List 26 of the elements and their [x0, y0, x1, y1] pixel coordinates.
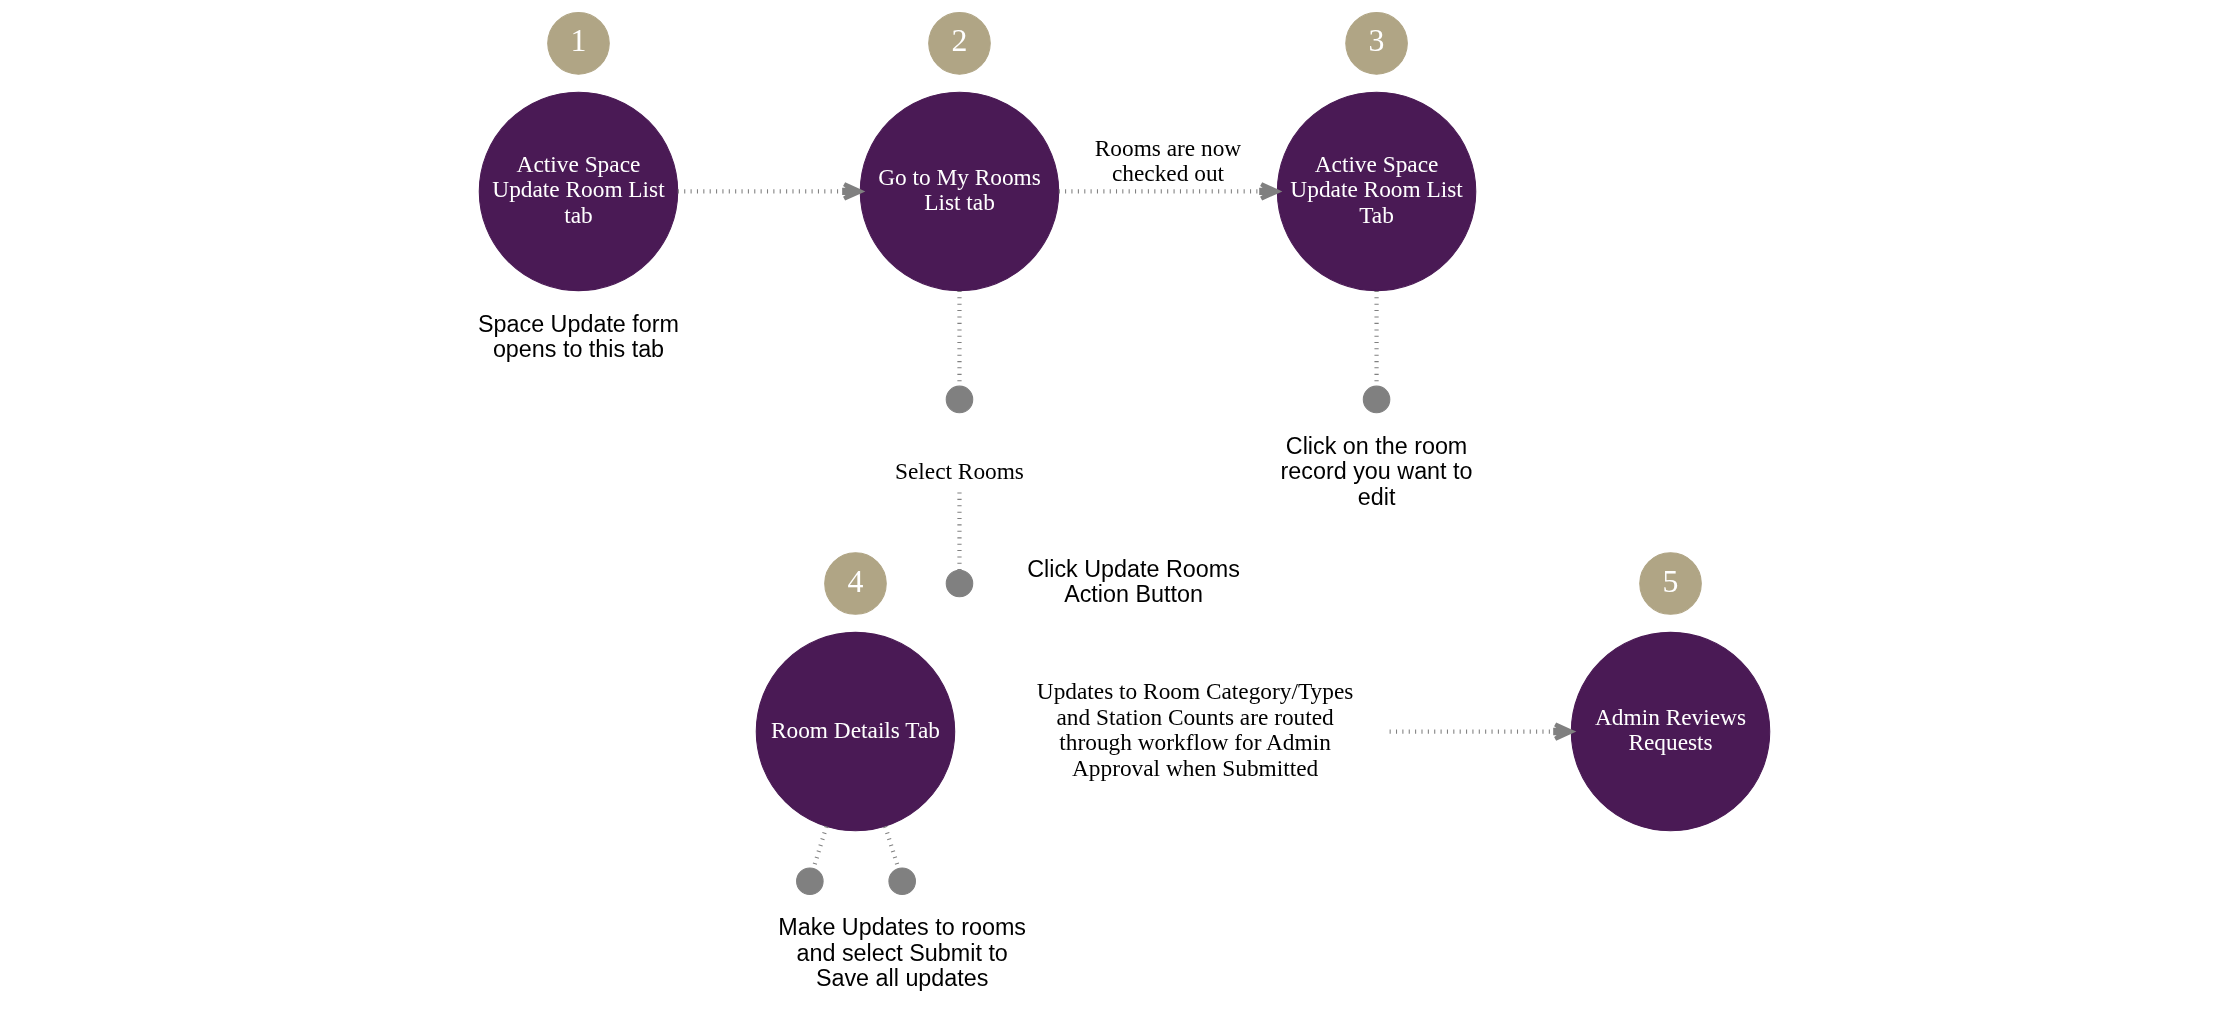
node-circle: 5 [1639, 552, 1702, 615]
node-circle: 2 [928, 12, 991, 75]
node-text: Updates to Room Category/Types and Station Counts are routed through workflow for Admin Approval when Submitted [1036, 678, 1354, 781]
node-text: Select Rooms [895, 458, 1024, 485]
edge-label: Rooms are now checked out [1094, 134, 1242, 187]
node-label: Space Update form opens to this tab [477, 310, 679, 363]
node-circle: Active Space Update Room List tab [478, 91, 679, 292]
node-circle [945, 385, 974, 414]
node-label: Click on the room record you want to edit [1280, 432, 1473, 510]
arrow [1389, 722, 1574, 741]
node-circle [945, 569, 974, 598]
node-circle: Admin Reviews Requests [1570, 631, 1771, 832]
node-label: Click Update Rooms Action Button [1027, 555, 1240, 608]
connector [957, 492, 962, 571]
arrow [677, 182, 863, 201]
node-circle [888, 867, 916, 895]
node-circle: 1 [547, 12, 610, 75]
node-label: Make Updates to rooms and select Submit to Save all updates [778, 914, 1027, 992]
node-circle: 3 [1345, 12, 1408, 75]
node-circle: Go to My Rooms List tab [859, 91, 1060, 292]
node-circle: 4 [824, 552, 887, 615]
node-circle [1362, 385, 1391, 414]
node-circle: Active Space Update Room List Tab [1276, 91, 1477, 292]
arrow [1058, 182, 1280, 201]
node-circle: Room Details Tab [755, 631, 956, 832]
node-circle [796, 867, 824, 895]
